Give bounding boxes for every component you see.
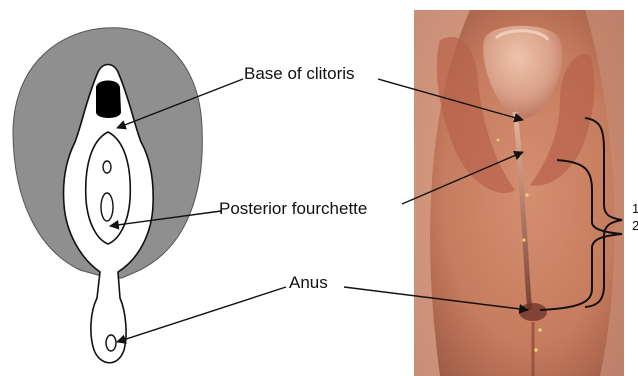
bracket-number-2: 2 xyxy=(632,219,638,233)
schematic-diagram xyxy=(13,28,202,363)
vaginal-opening xyxy=(101,193,113,221)
anal-opening xyxy=(106,335,116,351)
label-posterior-fourchette: Posterior fourchette xyxy=(219,199,367,219)
arrow-anus-to-diagram xyxy=(117,287,286,342)
bracket-number-1: 1 xyxy=(632,202,638,216)
photo-anus xyxy=(519,303,547,321)
label-anus: Anus xyxy=(289,273,328,293)
clitoral-hood-black xyxy=(96,81,121,119)
label-base-of-clitoris: Base of clitoris xyxy=(244,64,355,84)
vestibule-outline xyxy=(86,132,131,244)
urethral-opening xyxy=(103,161,111,173)
